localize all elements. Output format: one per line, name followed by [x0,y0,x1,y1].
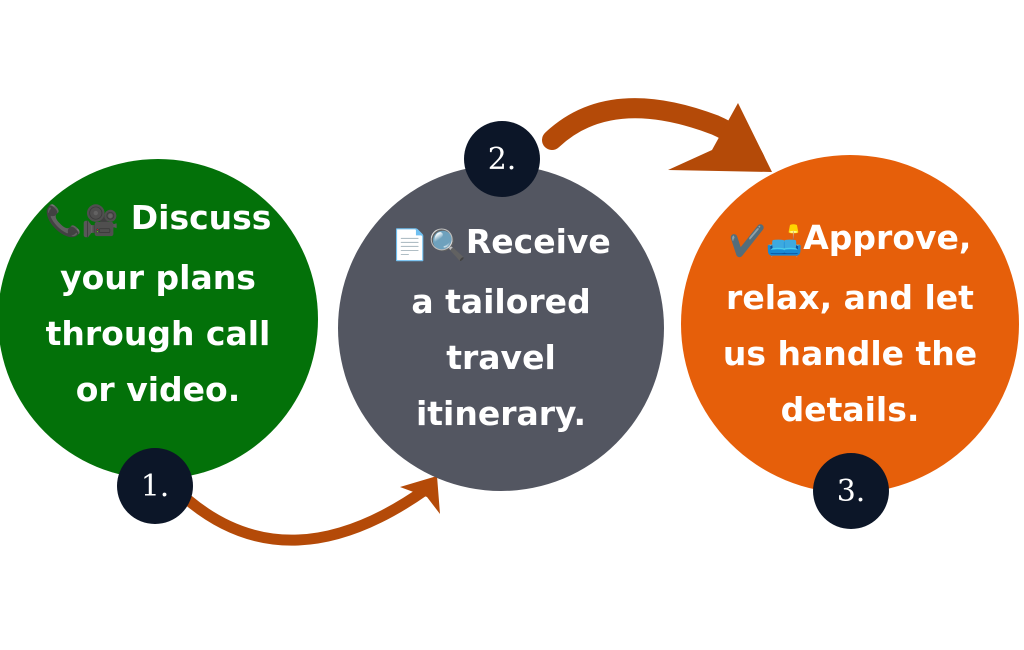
step-1-number-badge: 1. [117,448,193,524]
arrow-head-step2 [400,476,440,514]
step-2-number-badge: 2. [464,121,540,197]
step-2-circle: 📄🔍Receive a tailored travel itinerary. [338,165,664,491]
step-3-line-4: details. [780,390,920,429]
step-3-line-3: us handle the [722,334,978,373]
step-3-line-2: relax, and let [726,278,974,317]
step-2-text: 📄🔍Receive a tailored travel itinerary. [371,214,631,442]
step-2-line-1: Receive [465,222,611,261]
check-couch-icon: ✔️🛋️ [728,224,804,259]
step-2-line-4: itinerary. [415,394,587,433]
step-3-line-1: Approve, [803,218,972,257]
document-search-icon: 📄🔍 [391,228,466,263]
arrow-step1-to-step2 [182,484,431,546]
step-2-line-3: travel [446,338,556,377]
phone-video-icon: 📞🎥 [44,204,120,239]
step-3-number-badge: 3. [813,453,889,529]
step-1-text: 📞🎥 Discuss your plans through call or vi… [28,190,288,418]
step-1-line-4: or video. [75,370,241,409]
step-1-line-2: your plans [60,258,256,297]
step-1-circle: 📞🎥 Discuss your plans through call or vi… [0,159,318,479]
step-1-line-1: Discuss [130,198,272,237]
step-3-circle: ✔️🛋️Approve, relax, and let us handle th… [681,155,1019,493]
arrow-head-step3 [668,103,772,172]
step-3-text: ✔️🛋️Approve, relax, and let us handle th… [705,210,995,438]
step-2-line-2: a tailored [411,282,591,321]
step-1-line-3: through call [45,314,271,353]
